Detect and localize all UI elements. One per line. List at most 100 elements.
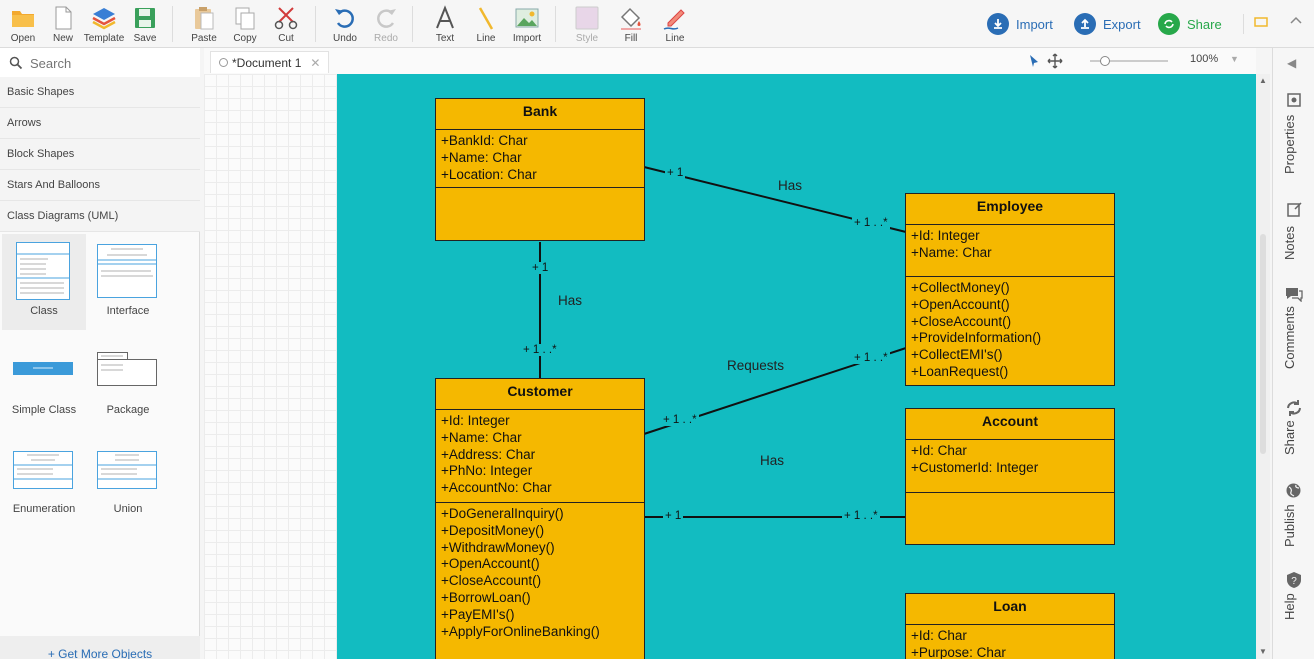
attributes-section: +BankId: Char +Name: Char +Location: Cha… <box>436 130 644 188</box>
method-row: +OpenAccount() <box>441 556 540 572</box>
properties-icon <box>1287 93 1301 107</box>
class-employee[interactable]: Employee +Id: Integer +Name: Char +Colle… <box>905 193 1115 386</box>
attribute-row: +Id: Char <box>911 628 967 643</box>
scrollbar-thumb[interactable] <box>1260 234 1266 454</box>
scroll-up-icon[interactable]: ▲ <box>1259 76 1267 85</box>
attribute-row: +Location: Char <box>441 166 537 182</box>
simple-class-shape-preview <box>13 362 73 375</box>
import-image-button[interactable]: Import <box>504 3 550 45</box>
class-bank[interactable]: Bank +BankId: Char +Name: Char +Location… <box>435 98 645 241</box>
attribute-row: +Name: Char <box>441 429 522 445</box>
cut-button[interactable]: Cut <box>263 3 309 45</box>
method-row: +CollectEMI's() <box>911 347 1003 363</box>
multiplicity-label: + 1 . .* <box>661 414 699 426</box>
toolbar-separator <box>315 6 316 42</box>
attribute-row: +Name: Char <box>911 244 992 260</box>
shape-enumeration[interactable]: Enumeration <box>2 433 86 529</box>
method-row: +CloseAccount() <box>911 313 1012 329</box>
save-button[interactable]: Save <box>122 3 168 45</box>
multiplicity-label: + 1 . .* <box>852 217 890 229</box>
vertical-scrollbar[interactable]: ▲ ▼ <box>1256 74 1270 659</box>
line-tool-button[interactable]: Line <box>463 3 509 45</box>
fullscreen-icon[interactable] <box>1254 15 1268 34</box>
class-account[interactable]: Account +Id: Char +CustomerId: Integer <box>905 408 1115 545</box>
method-row: +ProvideInformation() <box>911 330 1042 346</box>
search-input[interactable] <box>28 52 194 74</box>
category-stars-and-balloons[interactable]: Stars And Balloons <box>0 170 200 201</box>
relation-label-customer-employee[interactable]: Requests <box>727 358 785 373</box>
category-class-diagrams[interactable]: Class Diagrams (UML) <box>0 201 200 232</box>
right-side-panel: ◀ Properties Notes Comments Share Publis… <box>1272 48 1314 659</box>
zoom-slider[interactable] <box>1090 56 1168 66</box>
attribute-row: +CustomerId: Integer <box>911 459 1039 475</box>
import-action-button[interactable]: Import <box>987 11 1053 37</box>
zoom-level[interactable]: 100% <box>1190 53 1219 65</box>
fill-button[interactable]: Fill <box>608 3 654 45</box>
panel-tab-help[interactable]: ? Help <box>1273 570 1314 630</box>
panel-tab-publish[interactable]: Publish <box>1273 481 1314 551</box>
share-action-button[interactable]: Share <box>1158 11 1222 37</box>
attribute-row: +Id: Integer <box>911 228 980 243</box>
panel-tab-comments[interactable]: Comments <box>1273 284 1314 374</box>
paste-button[interactable]: Paste <box>181 3 227 45</box>
class-title: Customer <box>436 379 644 410</box>
copy-button[interactable]: Copy <box>222 3 268 45</box>
template-button[interactable]: Template <box>80 3 128 45</box>
method-row: +WithdrawMoney() <box>441 539 555 555</box>
panel-tab-notes[interactable]: Notes <box>1273 198 1314 268</box>
scissors-icon <box>274 7 298 30</box>
folder-icon <box>12 11 34 27</box>
collapse-toolbar-icon[interactable] <box>1288 13 1304 34</box>
class-loan[interactable]: Loan +Id: Char +Purpose: Char <box>905 593 1115 659</box>
class-shape-preview <box>16 242 70 300</box>
scroll-down-icon[interactable]: ▼ <box>1259 647 1267 656</box>
pointer-tool-icon[interactable] <box>1028 54 1040 73</box>
main-toolbar: Open New Template Save Paste Copy Cut Un… <box>0 0 1314 48</box>
relation-label-customer-account[interactable]: Has <box>760 453 785 468</box>
pencil-line-icon <box>663 9 685 30</box>
share-panel-icon <box>1287 400 1301 416</box>
class-title: Employee <box>906 194 1114 225</box>
redo-button[interactable]: Redo <box>363 3 409 45</box>
style-button[interactable]: Style <box>564 3 610 45</box>
relation-label-bank-customer[interactable]: Has <box>558 293 583 308</box>
shape-simple-class[interactable]: Simple Class <box>2 334 86 430</box>
relation-label-bank-employee[interactable]: Has <box>778 178 803 193</box>
drawing-canvas[interactable]: + 1 + 1 . .* + 1 + 1 . .* + 1 . .* + 1 .… <box>204 74 1256 659</box>
attributes-section: +Id: Integer +Name: Char <box>906 225 1114 277</box>
upload-icon <box>1074 13 1096 35</box>
toolbar-separator <box>555 6 556 42</box>
collapse-panel-icon[interactable]: ◀ <box>1287 56 1297 70</box>
panel-tab-properties[interactable]: Properties <box>1273 90 1314 180</box>
shape-class[interactable]: Class <box>2 234 86 330</box>
attribute-row: +BankId: Char <box>441 133 528 148</box>
shape-union[interactable]: Union <box>86 433 170 529</box>
comments-icon <box>1286 288 1303 302</box>
category-basic-shapes[interactable]: Basic Shapes <box>0 77 200 108</box>
toolbar-separator <box>1243 14 1244 34</box>
attributes-section: +Id: Integer +Name: Char +Address: Char … <box>436 410 644 503</box>
open-button[interactable]: Open <box>0 3 46 45</box>
tab-document-1[interactable]: *Document 1 ✕ <box>210 51 330 73</box>
floppy-disk-icon <box>135 8 155 28</box>
shape-interface[interactable]: Interface <box>86 234 170 330</box>
category-arrows[interactable]: Arrows <box>0 108 200 139</box>
multiplicity-label: + 1 <box>663 510 684 522</box>
panel-tab-share[interactable]: Share <box>1273 397 1314 457</box>
shape-package[interactable]: Package <box>86 334 170 430</box>
zoom-dropdown-icon[interactable]: ▼ <box>1230 54 1239 64</box>
zoom-slider-handle[interactable] <box>1100 56 1110 66</box>
get-more-objects-link[interactable]: + Get More Objects <box>0 636 200 659</box>
methods-section: +CollectMoney() +OpenAccount() +CloseAcc… <box>906 277 1114 381</box>
line-style-button[interactable]: Line <box>652 3 698 45</box>
undo-button[interactable]: Undo <box>322 3 368 45</box>
redo-icon <box>377 9 396 28</box>
category-block-shapes[interactable]: Block Shapes <box>0 139 200 170</box>
attribute-row: +Address: Char <box>441 446 536 462</box>
export-action-button[interactable]: Export <box>1074 11 1141 37</box>
pan-tool-icon[interactable] <box>1047 53 1063 74</box>
new-button[interactable]: New <box>40 3 86 45</box>
close-tab-icon[interactable]: ✕ <box>310 55 321 70</box>
text-tool-button[interactable]: Text <box>422 3 468 45</box>
class-customer[interactable]: Customer +Id: Integer +Name: Char +Addre… <box>435 378 645 659</box>
